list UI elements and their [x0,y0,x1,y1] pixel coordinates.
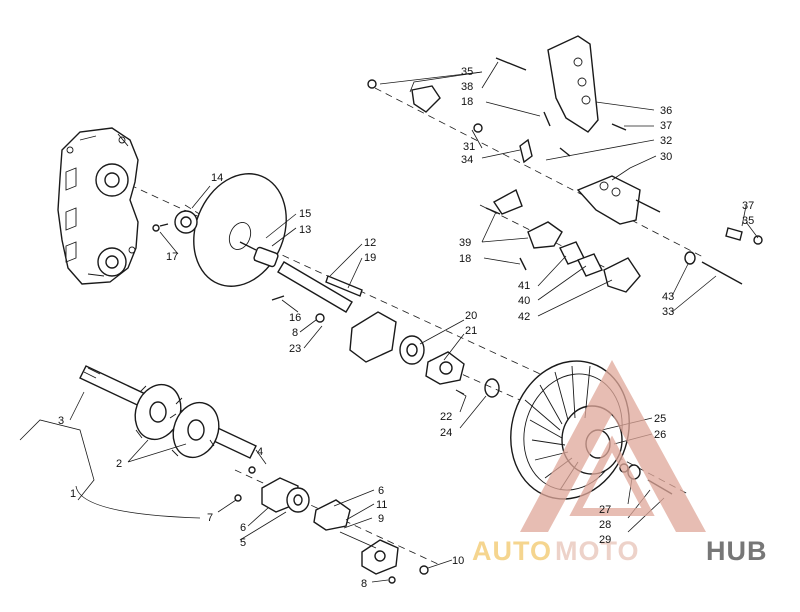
callout-39: 39 [459,237,471,249]
callout-34: 34 [461,154,473,166]
lower-bearing-group [234,466,429,584]
callout-33: 33 [662,306,674,318]
callout-15: 15 [299,208,311,220]
callout-43: 43 [662,291,674,303]
upper-bracket-assembly [367,35,763,293]
callout-14: 14 [211,172,223,184]
callout-7: 7 [207,512,213,524]
jackshaft [277,261,363,313]
callout-27: 27 [599,504,611,516]
callout-3: 3 [58,415,64,427]
callout-38: 38 [461,81,473,93]
bearing-bracket [349,311,500,398]
callout-32: 32 [660,135,672,147]
watermark-triangle-inner [569,435,655,516]
callout-17: 17 [166,251,178,263]
callout-41: 41 [518,280,530,292]
callout-35: 35 [461,66,473,78]
callout-10: 10 [452,555,464,567]
callout-26: 26 [654,429,666,441]
callout-31: 31 [463,141,475,153]
callout-37: 37 [660,120,672,132]
callout-13: 13 [299,224,311,236]
callout-20: 20 [465,310,477,322]
callout-11: 11 [376,499,387,511]
callout-19: 19 [364,252,376,264]
callout-12: 12 [364,237,376,249]
callout-9: 9 [378,513,384,525]
callout-36: 36 [660,105,672,117]
callout-6: 6 [240,522,246,534]
callout-8: 8 [292,327,298,339]
watermark-word-auto: AUTO [472,536,552,566]
center-lines [129,87,706,566]
callout-42: 42 [518,311,530,323]
drive-axle [79,365,257,459]
watermark: AUTO MOTO HUB [472,360,768,566]
callout-28: 28 [599,519,611,531]
callout-40: 40 [518,295,530,307]
callout-24: 24 [440,427,452,439]
callout-23: 23 [289,343,301,355]
leader-lines [19,61,759,583]
callout-29: 29 [599,534,611,546]
callout-6b: 6 [378,485,384,497]
callout-8b: 8 [361,578,367,590]
watermark-word-hub: HUB [706,536,768,566]
callout-4: 4 [257,446,263,458]
callout-5: 5 [240,537,246,549]
callout-30: 30 [660,151,672,163]
callout-18b: 18 [459,253,471,265]
callout-1: 1 [70,488,76,500]
callout-2: 2 [116,458,122,470]
loose-hardware [152,224,325,323]
callout-25: 25 [654,413,666,425]
callout-37b: 37 [742,200,754,212]
brake-disc [159,173,287,287]
callout-22: 22 [440,411,452,423]
watermark-triangle [520,360,706,532]
callout-35b: 35 [742,215,754,227]
watermark-word-moto: MOTO [555,536,640,566]
callout-16: 16 [289,312,301,324]
callout-21: 21 [465,325,477,337]
chaincase-housing [57,127,139,285]
callout-18: 18 [461,96,473,108]
callout-labels: 1 2 3 4 5 6 6 7 8 8 9 10 11 12 13 14 15 … [58,66,754,590]
